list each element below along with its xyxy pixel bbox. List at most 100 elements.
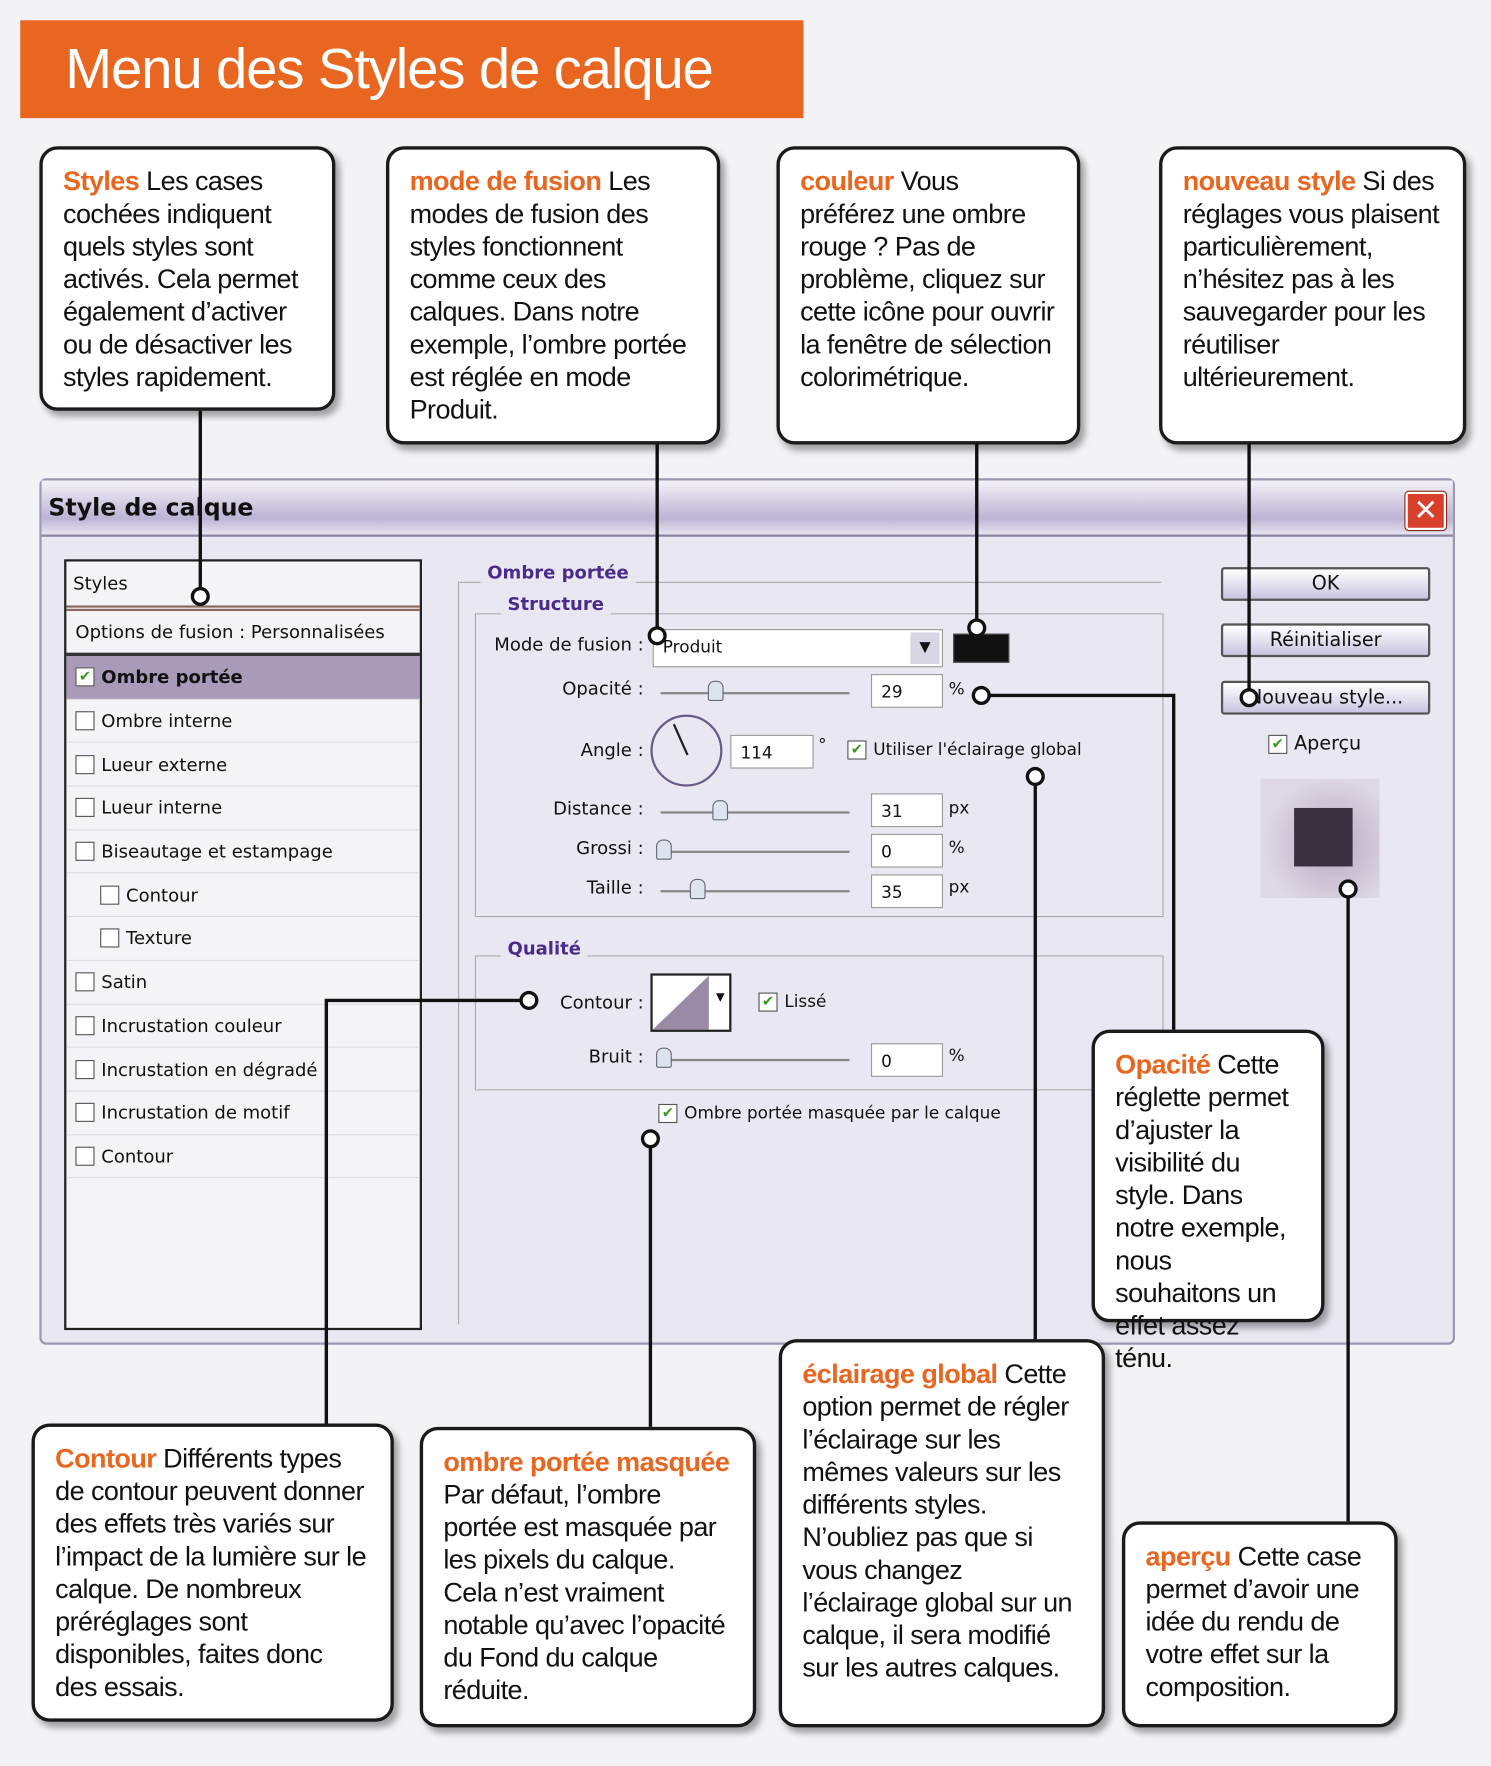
- shadow-color-swatch[interactable]: [953, 633, 1010, 663]
- style-item-label: Contour: [126, 884, 198, 906]
- distance-label: Distance :: [553, 797, 644, 820]
- styles-list: Styles Options de fusion : Personnalisée…: [64, 559, 422, 1331]
- noise-unit: %: [948, 1045, 965, 1066]
- checkbox-icon: ✔: [758, 991, 778, 1012]
- smooth-label: Lissé: [784, 991, 827, 1012]
- distance-slider[interactable]: [660, 800, 850, 821]
- knockout-checkbox[interactable]: ✔ Ombre portée masquée par le calque: [658, 1102, 1001, 1124]
- style-item[interactable]: ✔ Ombre portée: [66, 656, 420, 700]
- distance-unit: px: [948, 797, 970, 819]
- chevron-down-icon: ▼: [910, 632, 940, 664]
- knockout-label: Ombre portée masquée par le calque: [684, 1102, 1001, 1124]
- quality-title: Qualité: [500, 937, 588, 959]
- checkbox-icon[interactable]: [100, 885, 120, 905]
- style-item[interactable]: Contour: [66, 1135, 420, 1179]
- checkbox-icon: ✔: [1268, 734, 1288, 754]
- checkbox-icon[interactable]: [75, 1059, 95, 1079]
- spread-unit: %: [948, 837, 965, 858]
- size-input[interactable]: 35: [870, 874, 944, 909]
- blend-mode-select[interactable]: Produit ▼: [652, 629, 944, 668]
- callout-opacity: Opacité Cette réglette permet d’ajuster …: [1091, 1029, 1325, 1374]
- callout-preview: aperçu Cette case permet d’avoir une idé…: [1121, 1521, 1398, 1728]
- global-light-label: Utiliser l'éclairage global: [873, 739, 1082, 760]
- callout-styles: Styles Les cases cochées indiquent quels…: [39, 146, 336, 411]
- checkbox-icon[interactable]: ✔: [75, 667, 95, 687]
- style-item[interactable]: Incrustation couleur: [66, 1004, 420, 1048]
- callout-title: ombre portée masquée: [443, 1447, 730, 1478]
- style-item[interactable]: Contour: [66, 874, 420, 918]
- style-item-label: Lueur externe: [101, 753, 228, 776]
- angle-input[interactable]: 114: [730, 734, 814, 769]
- distance-input[interactable]: 31: [870, 793, 944, 828]
- style-item[interactable]: Biseautage et estampage: [66, 830, 420, 874]
- blend-mode-label: Mode de fusion :: [494, 633, 644, 655]
- new-style-button[interactable]: Nouveau style...: [1220, 680, 1431, 715]
- callout-title: Opacité: [1115, 1049, 1211, 1081]
- callout-title: couleur: [800, 166, 894, 197]
- callout-title: Contour: [55, 1443, 157, 1475]
- styles-header[interactable]: Styles: [66, 562, 420, 612]
- smooth-checkbox[interactable]: ✔ Lissé: [758, 991, 827, 1012]
- blend-options-item[interactable]: Options de fusion : Personnalisées: [66, 611, 420, 657]
- checkbox-icon[interactable]: [75, 841, 95, 861]
- callout-text: Différents types de contour peuvent donn…: [55, 1443, 367, 1703]
- noise-input[interactable]: 0: [870, 1043, 944, 1077]
- preview-checkbox[interactable]: ✔Aperçu: [1268, 733, 1361, 755]
- drop-shadow-title: Ombre portée: [480, 561, 636, 583]
- chevron-down-icon: ▼: [716, 991, 725, 1004]
- callout-color: couleur Vous préférez une ombre rouge ? …: [776, 146, 1081, 445]
- style-item[interactable]: Texture: [66, 917, 420, 961]
- checkbox-icon[interactable]: [75, 1103, 95, 1123]
- angle-unit: °: [818, 734, 827, 756]
- callout-text: Par défaut, l’ombre portée est masquée p…: [443, 1479, 726, 1706]
- size-slider[interactable]: [660, 878, 850, 900]
- ok-button[interactable]: OK: [1220, 567, 1431, 601]
- contour-picker[interactable]: ▼: [650, 973, 732, 1032]
- style-item[interactable]: Lueur interne: [66, 787, 420, 831]
- noise-label: Bruit :: [588, 1045, 644, 1067]
- callout-text: Vous préférez une ombre rouge ? Pas de p…: [800, 166, 1055, 393]
- style-item-label: Texture: [126, 927, 192, 950]
- preview-thumbnail: [1260, 778, 1380, 898]
- style-item[interactable]: Lueur externe: [66, 743, 420, 787]
- style-item[interactable]: Ombre interne: [66, 700, 420, 744]
- checkbox-icon[interactable]: [75, 1146, 95, 1166]
- checkbox-icon[interactable]: [75, 1015, 95, 1036]
- callout-title: aperçu: [1145, 1541, 1232, 1573]
- style-item-label: Ombre interne: [101, 710, 233, 732]
- angle-label: Angle :: [580, 739, 644, 761]
- opacity-slider[interactable]: [660, 680, 850, 702]
- drop-shadow-group: [457, 581, 1162, 1325]
- callout-title: mode de fusion: [409, 166, 602, 197]
- callout-title: nouveau style: [1182, 166, 1356, 197]
- callout-text: Si des réglages vous plaisent particuliè…: [1182, 166, 1440, 393]
- spread-input[interactable]: 0: [870, 833, 944, 868]
- style-item-label: Incrustation en dégradé: [101, 1058, 318, 1080]
- noise-slider[interactable]: [656, 1047, 850, 1068]
- size-label: Taille :: [586, 876, 644, 898]
- style-item[interactable]: Incrustation en dégradé: [66, 1048, 420, 1092]
- quality-group: [474, 955, 1164, 1091]
- style-item-label: Ombre portée: [101, 666, 243, 688]
- checkbox-icon: ✔: [847, 739, 867, 760]
- close-button[interactable]: ✕: [1404, 490, 1448, 532]
- angle-dial[interactable]: [650, 714, 723, 787]
- blend-mode-value: Produit: [662, 636, 723, 658]
- checkbox-icon: ✔: [658, 1103, 678, 1123]
- style-item-label: Incrustation de motif: [101, 1101, 290, 1124]
- checkbox-icon[interactable]: [75, 798, 95, 818]
- spread-slider[interactable]: [656, 839, 850, 860]
- checkbox-icon[interactable]: [75, 972, 95, 992]
- reset-button[interactable]: Réinitialiser: [1220, 623, 1431, 658]
- opacity-input[interactable]: 29: [870, 674, 944, 708]
- checkbox-icon[interactable]: [100, 928, 120, 949]
- global-light-checkbox[interactable]: ✔ Utiliser l'éclairage global: [847, 739, 1082, 760]
- opacity-label: Opacité :: [562, 677, 644, 699]
- checkbox-icon[interactable]: [75, 754, 95, 774]
- style-item[interactable]: Incrustation de motif: [66, 1091, 420, 1135]
- callout-text: Cette réglette permet d’ajuster la visib…: [1115, 1049, 1289, 1374]
- style-item[interactable]: Satin: [66, 961, 420, 1005]
- checkbox-icon[interactable]: [75, 711, 95, 731]
- callout-global-light: éclairage global Cette option permet de …: [778, 1339, 1106, 1728]
